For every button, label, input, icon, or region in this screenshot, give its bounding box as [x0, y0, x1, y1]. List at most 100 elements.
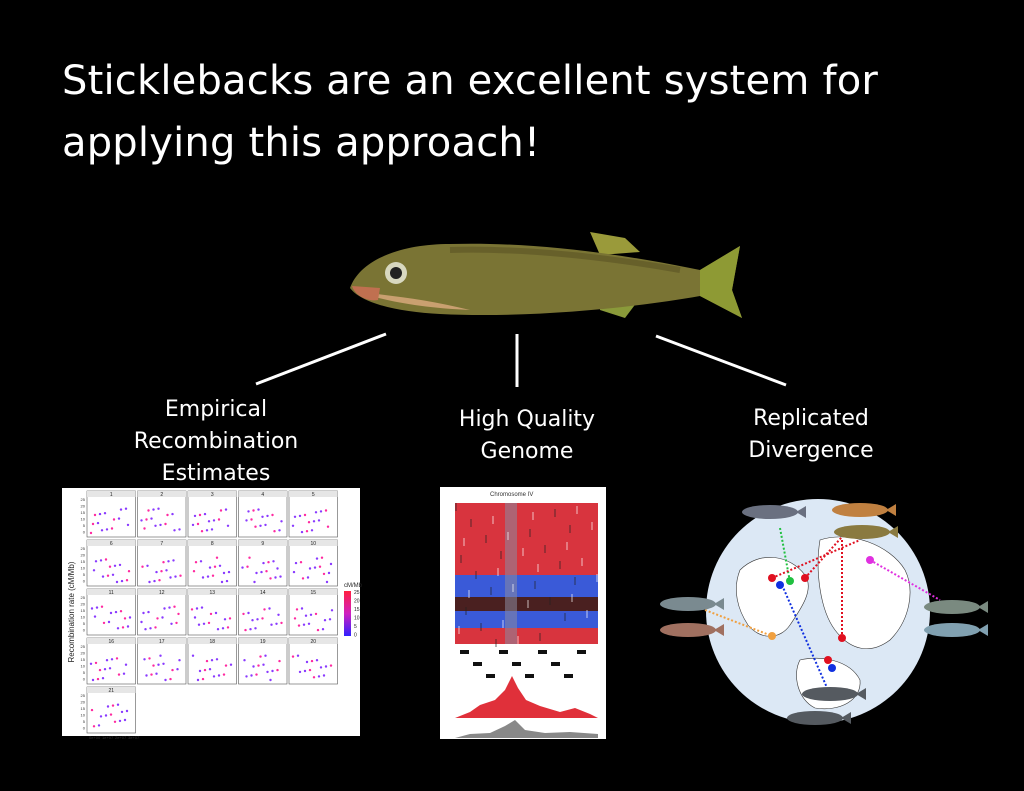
- genome-texture: [463, 538, 465, 546]
- subplot-point: [140, 620, 143, 624]
- subplot-point: [157, 507, 160, 510]
- recombination-subplot: [238, 539, 288, 587]
- subplot-point: [198, 669, 202, 673]
- subplot-point: [166, 513, 169, 517]
- subplot-point: [193, 616, 197, 619]
- connector-right: [655, 334, 787, 387]
- fish-icon: [834, 525, 890, 539]
- subplot-point: [92, 569, 96, 572]
- subplot-point: [93, 513, 97, 517]
- subplot-point: [117, 517, 121, 520]
- x-tick-label: 2e+07: [115, 735, 127, 740]
- map-point: [768, 574, 776, 582]
- subplot-strip: [289, 540, 338, 546]
- subplot-point: [147, 509, 150, 512]
- subplot-point: [277, 613, 280, 616]
- subplot-point: [245, 519, 248, 522]
- subplot-point: [293, 515, 297, 518]
- subplot-point: [309, 613, 313, 616]
- subplot-number: 19: [260, 639, 266, 645]
- subplot-point: [195, 607, 199, 610]
- subplot-strip: [87, 687, 136, 693]
- y-tick-label: 20: [81, 504, 86, 509]
- subplot-number: 14: [260, 590, 266, 596]
- genome-texture: [522, 548, 524, 556]
- y-tick-label: 5: [83, 572, 86, 577]
- subplot-point: [124, 507, 128, 510]
- genome-centromere-band: [505, 503, 517, 644]
- subplot-point: [172, 559, 175, 562]
- map-point: [866, 556, 874, 564]
- subplot-point: [317, 519, 321, 522]
- genome-heatmap-blue-2: [455, 611, 598, 628]
- fish-icon: [924, 623, 980, 637]
- subplot-number: 16: [108, 639, 114, 645]
- genome-texture: [512, 584, 514, 592]
- subplot-point: [324, 665, 328, 668]
- subplot-point: [303, 669, 307, 673]
- genome-texture: [465, 607, 467, 615]
- y-tick-label: 15: [81, 510, 86, 515]
- genome-texture: [517, 636, 519, 644]
- genome-texture: [455, 503, 457, 511]
- genome-feature-bar: [473, 662, 482, 666]
- subplot-point: [99, 715, 103, 718]
- subplot-point: [108, 667, 112, 670]
- subplot-point: [91, 522, 95, 526]
- subplot-point: [100, 529, 104, 532]
- subplot-point: [295, 608, 299, 611]
- subplot-point: [177, 612, 180, 616]
- subplot-point: [244, 628, 247, 632]
- subplot-point: [293, 617, 297, 620]
- subplot-point: [245, 675, 248, 678]
- subplot-point: [157, 663, 160, 666]
- subplot-point: [208, 566, 212, 569]
- subplot-point: [210, 528, 214, 531]
- subplot-point: [215, 556, 219, 559]
- subplot-point: [201, 576, 205, 579]
- subplot-point: [318, 565, 322, 568]
- y-tick-label: 20: [81, 700, 86, 705]
- subplot-strip: [188, 491, 237, 497]
- subplot-point: [212, 675, 216, 678]
- subplot-strip: [137, 540, 186, 546]
- subplot-point: [179, 574, 182, 577]
- subplot-point: [162, 561, 165, 564]
- subplot-point: [280, 621, 283, 625]
- subplot-point: [220, 580, 224, 584]
- subplot-point: [305, 660, 309, 664]
- y-tick-label: 15: [81, 559, 86, 564]
- y-tick-label: 10: [81, 713, 86, 718]
- map-connection-green: [779, 527, 791, 583]
- subplot-point: [127, 570, 131, 573]
- x-tick-label: 3e+07: [128, 735, 140, 740]
- subplot-number: 13: [209, 590, 215, 596]
- x-tick-label: 0e+00: [89, 735, 101, 740]
- fish-tail-icon: [796, 506, 806, 518]
- fish-tail-icon: [978, 624, 988, 636]
- subplot-strip: [137, 491, 186, 497]
- subplot-point: [307, 622, 311, 625]
- recombination-subplot: [86, 637, 136, 685]
- genome-texture: [581, 558, 583, 566]
- y-tick-label: 10: [81, 664, 86, 669]
- subplot-point: [125, 709, 129, 713]
- fish-icon: [802, 687, 858, 701]
- subplot-strip: [87, 638, 136, 644]
- subplot-point: [279, 575, 282, 578]
- subplot-point: [308, 668, 312, 672]
- subplot-strip: [238, 589, 287, 595]
- label-line: High Quality: [458, 407, 596, 432]
- fish-tail-icon: [888, 526, 898, 538]
- y-tick-label: 5: [83, 670, 86, 675]
- subplot-point: [312, 676, 316, 679]
- subplot-point: [164, 522, 167, 526]
- subplot-point: [198, 513, 202, 517]
- subplot-point: [152, 508, 155, 511]
- subplot-number: 7: [160, 541, 163, 547]
- subplot-strip: [137, 589, 186, 595]
- subplot-point: [300, 530, 304, 534]
- subplot-point: [300, 607, 304, 610]
- subplot-point: [109, 611, 113, 615]
- map-point: [786, 577, 794, 585]
